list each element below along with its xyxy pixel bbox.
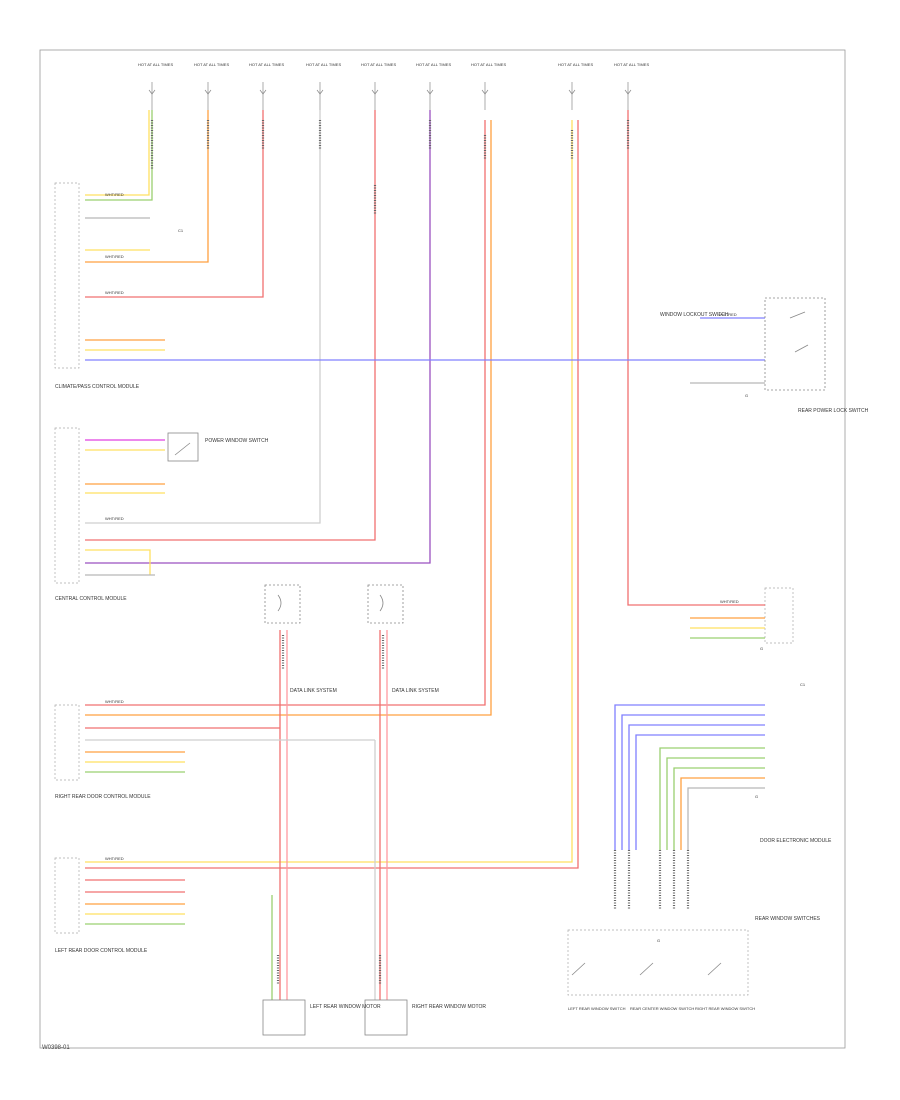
- power-window-switch-label: POWER WINDOW SWITCH: [205, 438, 269, 444]
- wire-labels: WHT/RED WHT/RED WHT/RED WHT/RED WHT/RED …: [105, 192, 739, 861]
- data-link-label-right: DATA LINK SYSTEM: [392, 688, 439, 694]
- fuse-7: [481, 82, 489, 110]
- wire-fuse7-red: [85, 120, 486, 706]
- wire-code: WHT/RED: [105, 699, 124, 704]
- right-rear-window-motor: [364, 999, 408, 1036]
- central-module-box: [54, 427, 80, 584]
- wire-fuse4-gray: [85, 110, 321, 524]
- connector-tag: C1: [178, 228, 184, 233]
- right-rear-switch-label: RIGHT REAR WINDOW SWITCH: [695, 1006, 755, 1011]
- wire-h-green-3: [673, 767, 765, 850]
- ground-label: G: [755, 794, 758, 799]
- fuse-8: [568, 82, 576, 110]
- ground-label: G: [760, 646, 763, 651]
- fuse-heading-3: HOT AT ALL TIMES: [249, 62, 284, 67]
- wire-fuse3-red: [85, 110, 264, 298]
- fuse-heading-9: HOT AT ALL TIMES: [614, 62, 649, 67]
- rear-right-module-box: [54, 704, 80, 781]
- rear-left-module-label: LEFT REAR DOOR CONTROL MODULE: [55, 948, 148, 954]
- footer-code: W0398-01: [42, 1045, 70, 1051]
- rear-window-switch-box: [567, 929, 749, 996]
- climate-module-label: CLIMATE/PASS CONTROL MODULE: [55, 384, 140, 390]
- wire-code: WHT/RED: [105, 290, 124, 295]
- left-rear-switch-label: LEFT REAR WINDOW SWITCH: [568, 1006, 626, 1011]
- wire-fuse8-red: [85, 120, 579, 869]
- fuse-9: [624, 82, 632, 110]
- power-window-switch: [167, 432, 199, 462]
- rear-right-module-label: RIGHT REAR DOOR CONTROL MODULE: [55, 794, 151, 800]
- door-electronic-module-box: [764, 587, 794, 644]
- rear-center-switch-label: REAR CENTER WINDOW SWITCH: [630, 1006, 694, 1011]
- fuse-heading-2: HOT AT ALL TIMES: [194, 62, 229, 67]
- rear-left-module-box: [54, 857, 80, 934]
- wire-code: WHT/RED: [105, 516, 124, 521]
- fuse-heading-6: HOT AT ALL TIMES: [416, 62, 451, 67]
- wire-h-blue-3: [628, 724, 765, 850]
- left-motor-switch: [264, 584, 301, 624]
- rear-lock-switch: [764, 297, 826, 391]
- wire-h-orange: [680, 777, 765, 850]
- fuse-6: [426, 82, 434, 110]
- window-lockout-label: WINDOW LOCKOUT SWITCH: [660, 312, 729, 318]
- fuse-row: [148, 82, 632, 110]
- fuse-2: [204, 82, 212, 110]
- wire-harness: [85, 110, 765, 1000]
- data-link-label-left: DATA LINK SYSTEM: [290, 688, 337, 694]
- wire-code: WHT/RED: [720, 599, 739, 604]
- wire-code: WHT/RED: [105, 856, 124, 861]
- connector-tag: C1: [800, 682, 806, 687]
- ground-label: G: [745, 393, 748, 398]
- fuse-heading-1: HOT AT ALL TIMES: [138, 62, 173, 67]
- module-outlines: [54, 182, 794, 996]
- fuse-3: [259, 82, 267, 110]
- rear-lock-switch-label: REAR POWER LOCK SWITCH: [798, 408, 869, 414]
- door-module-label: DOOR ELECTRONIC MODULE: [760, 838, 832, 844]
- wire-fuse8-yellow: [85, 120, 573, 863]
- fuse-heading-5: HOT AT ALL TIMES: [361, 62, 396, 67]
- fuse-4: [316, 82, 324, 110]
- wire-code: WHT/RED: [718, 312, 737, 317]
- wire-code: WHT/RED: [105, 254, 124, 259]
- wire-fuse1-green: [85, 110, 153, 201]
- wire-h-gray: [687, 787, 765, 850]
- wire-h-blue-2: [621, 714, 765, 850]
- climate-module-box: [54, 182, 80, 369]
- diagram-frame: [39, 49, 846, 1049]
- wire-h-blue-1: [614, 704, 765, 850]
- fuse-heading-4: HOT AT ALL TIMES: [306, 62, 341, 67]
- fuse-headings: HOT AT ALL TIMES HOT AT ALL TIMES HOT AT…: [138, 62, 649, 67]
- fuse-5: [371, 82, 379, 110]
- ground-symbols: G G G G: [657, 393, 763, 943]
- rear-lock-contacts: [789, 311, 809, 353]
- fuse-1: [148, 82, 156, 110]
- wire-fuse7-orange: [85, 120, 492, 716]
- connector-markers: [150, 120, 690, 985]
- ground-label: G: [657, 938, 660, 943]
- fuse-heading-8: HOT AT ALL TIMES: [558, 62, 593, 67]
- left-rear-window-motor: [262, 999, 306, 1036]
- fuse-heading-7: HOT AT ALL TIMES: [471, 62, 506, 67]
- central-module-label: CENTRAL CONTROL MODULE: [55, 596, 127, 602]
- left-motor-label: LEFT REAR WINDOW MOTOR: [310, 1004, 381, 1010]
- right-motor-switch: [367, 584, 404, 624]
- wire-code: WHT/RED: [105, 192, 124, 197]
- wire-fuse9-red: [627, 110, 765, 606]
- wire-fuse1-yellow: [85, 110, 150, 196]
- wire-central-out3: [85, 549, 151, 575]
- wire-h-green-1: [659, 747, 765, 850]
- wire-h-blue-4: [635, 734, 765, 850]
- wire-h-green-2: [666, 757, 765, 850]
- rear-window-switch-contacts: [571, 962, 722, 976]
- rear-window-switches-label: REAR WINDOW SWITCHES: [755, 916, 821, 922]
- right-motor-label: RIGHT REAR WINDOW MOTOR: [412, 1004, 486, 1010]
- wire-fuse2-orange: [85, 110, 209, 263]
- wire-fuse5-red: [85, 110, 376, 541]
- wire-fuse6-purple: [85, 110, 431, 564]
